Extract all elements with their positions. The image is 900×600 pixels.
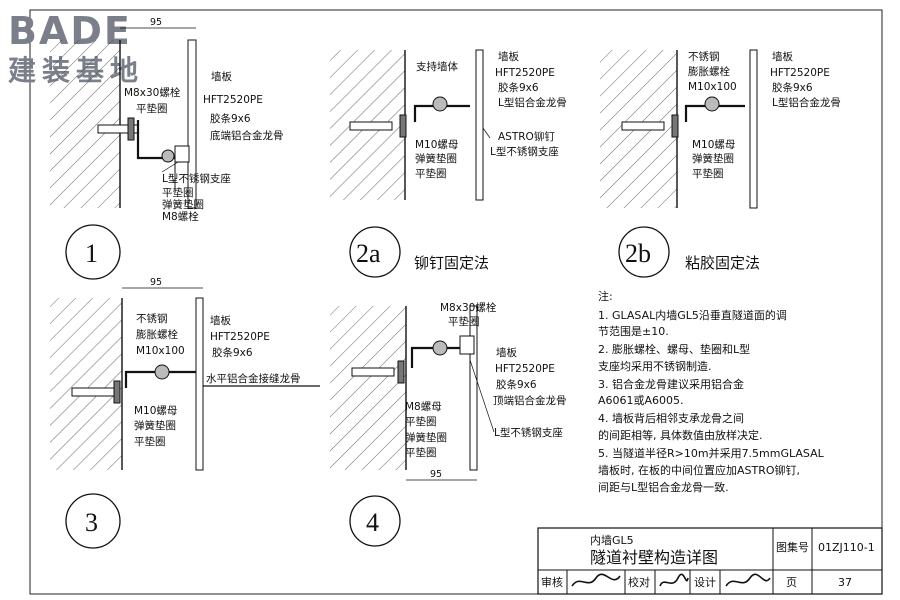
label-detail2b-labels-7: M10螺母 — [692, 139, 735, 151]
label-detail2b-number: 2b — [625, 239, 651, 268]
label-detail2b-labels-0: 不锈钢 — [688, 50, 720, 63]
label-title_block-check_label: 校对 — [628, 575, 650, 589]
label-notes-lines-7: 的间距相等, 具体数值由放样决定. — [598, 428, 763, 442]
label-notes-lines-1: 节范围是±10. — [598, 324, 669, 338]
label-detail3-labels-5: 胶条9x6 — [212, 346, 253, 359]
label-detail2b-labels-1: 膨胀螺栓 — [688, 65, 730, 78]
label-detail2b-labels-2: M10x100 — [688, 81, 737, 93]
label-detail4-number: 4 — [366, 508, 379, 537]
label-detail3-number: 3 — [85, 508, 98, 537]
label-detail2a-method: 铆钉固定法 — [414, 254, 489, 272]
label-notes-lines-10: 间距与L型铝合金龙骨一致. — [598, 480, 729, 494]
label-detail4-labels-8: 平垫圈 — [405, 415, 437, 428]
label-title_block-review_label: 审核 — [541, 575, 563, 589]
label-title_block-subtitle: 内墙GL5 — [590, 533, 634, 547]
label-detail1-labels-0: 墙板 — [211, 70, 232, 83]
label-detail2b-labels-9: 平垫圈 — [692, 167, 724, 180]
sheet-frame — [29, 9, 883, 595]
reviewer-signature — [571, 573, 621, 587]
label-notes-lines-4: 3. 铝合金龙骨建议采用铝合金 — [598, 377, 744, 391]
label-notes-lines-5: A6061或A6005. — [598, 394, 684, 407]
detail-3: 95 不锈钢 膨胀螺栓 M10x100 墙板 HFT2520PE 胶条9x6 水… — [50, 277, 320, 549]
label-detail2a-labels-4: L型铝合金龙骨 — [498, 96, 567, 109]
label-notes-lines-9: 墙板时, 在板的中间位置应加ASTRO铆钉, — [598, 463, 800, 477]
label-detail2b-method: 粘胶固定法 — [685, 254, 760, 272]
label-detail2a-labels-0: 支持墙体 — [416, 60, 458, 73]
label-detail2b-labels-3: 墙板 — [772, 50, 793, 63]
label-detail3-labels-7: M10螺母 — [134, 405, 177, 417]
label-detail1-labels-1: HFT2520PE — [203, 94, 263, 106]
label-detail2a-labels-8: 弹簧垫圈 — [415, 152, 457, 165]
label-detail3-labels-4: HFT2520PE — [210, 331, 270, 343]
label-detail1-labels-8: 弹簧垫圈 — [162, 198, 204, 211]
label-detail4-labels-6: L型不锈钢支座 — [494, 426, 563, 439]
label-detail2a-labels-5: ASTRO铆钉 — [498, 130, 555, 143]
label-detail1-labels-6: L型不锈钢支座 — [162, 172, 231, 185]
label-notes-title: 注: — [598, 289, 613, 303]
label-detail4-dim: 95 — [430, 469, 442, 480]
label-detail1-labels-2: 胶条9x6 — [210, 112, 251, 125]
label-detail2b-labels-4: HFT2520PE — [770, 67, 830, 79]
label-detail2a-labels-3: 胶条9x6 — [498, 81, 539, 94]
dim-95: 95 — [150, 17, 162, 28]
label-detail4-labels-1: 平垫圈 — [448, 315, 480, 328]
label-detail2a-labels-9: 平垫圈 — [415, 167, 447, 180]
label-title_block-atlas_label: 图集号 — [776, 540, 809, 554]
label-detail3-labels-6: 水平铝合金接缝龙骨 — [206, 372, 301, 385]
wall-hatch — [50, 40, 120, 208]
detail-2a: 支持墙体 墙板 HFT2520PE 胶条9x6 L型铝合金龙骨 ASTRO铆钉 … — [330, 49, 567, 278]
label-notes-lines-6: 4. 墙板背后相邻支承龙骨之间 — [598, 411, 744, 425]
label-detail2a-labels-6: L型不锈钢支座 — [490, 145, 559, 158]
label-detail1-labels-4: M8x30螺栓 — [124, 86, 181, 99]
detail-2b: 不锈钢 膨胀螺栓 M10x100 墙板 HFT2520PE 胶条9x6 L型铝合… — [600, 49, 841, 278]
label-detail2a-number: 2a — [356, 239, 381, 268]
detail-4: 95 M8x30螺栓 平垫圈 墙板 HFT2520PE 胶条9x6 顶端铝合金龙… — [330, 301, 567, 547]
label-detail4-labels-7: M8螺母 — [405, 401, 442, 413]
label-title_block-design_label: 设计 — [694, 576, 716, 589]
label-detail3-labels-9: 平垫圈 — [134, 435, 166, 448]
label-detail4-labels-10: 平垫圈 — [405, 446, 437, 459]
label-detail2b-labels-5: 胶条9x6 — [772, 81, 813, 94]
title-block: 内墙GL5 隧道衬壁构造详图 图集号 01ZJ110-1 审核 校对 设计 页 … — [537, 527, 883, 595]
label-detail1-labels-9: M8螺栓 — [162, 210, 199, 223]
label-detail4-labels-3: HFT2520PE — [495, 363, 555, 375]
wall-panel — [187, 39, 197, 209]
label-detail1-number: 1 — [85, 239, 98, 268]
label-detail2b-labels-8: 弹簧垫圈 — [692, 152, 734, 165]
label-title_block-page_no: 37 — [838, 576, 852, 589]
detail-1-marker — [65, 224, 121, 280]
label-detail3-dim: 95 — [150, 277, 162, 288]
label-detail4-labels-0: M8x30螺栓 — [440, 301, 497, 314]
label-detail4-labels-2: 墙板 — [496, 346, 517, 359]
label-notes-lines-3: 支座均采用不锈钢制造. — [598, 359, 712, 373]
label-title_block-title: 隧道衬壁构造详图 — [590, 548, 718, 567]
label-detail3-labels-2: M10x100 — [136, 345, 185, 357]
label-detail1-labels-7: 平垫圈 — [162, 186, 194, 199]
checker-signature — [659, 573, 689, 587]
label-detail2a-labels-7: M10螺母 — [415, 139, 458, 151]
label-detail1-labels-3: 底端铝合金龙骨 — [210, 129, 284, 142]
detail-1: 95 墙板 HFT2520PE 胶条9x6 底端铝合金龙骨 M8x30螺栓 平垫… — [50, 17, 284, 280]
label-detail4-labels-9: 弹簧垫圈 — [405, 431, 447, 444]
label-detail3-labels-8: 弹簧垫圈 — [134, 419, 176, 432]
label-detail1-labels-5: 平垫圈 — [136, 102, 168, 115]
label-detail2a-labels-2: HFT2520PE — [495, 67, 555, 79]
label-title_block-page_label: 页 — [786, 576, 797, 589]
designer-signature — [725, 573, 771, 587]
label-detail3-labels-1: 膨胀螺栓 — [136, 328, 178, 341]
notes: 注: 1. GLASAL内墙GL5沿垂直隧道面的调 节范围是±10. 2. 膨胀… — [598, 289, 825, 494]
label-detail2a-labels-1: 墙板 — [498, 50, 519, 63]
label-detail4-labels-4: 胶条9x6 — [496, 378, 537, 391]
label-detail3-labels-0: 不锈钢 — [136, 312, 168, 325]
label-detail2b-labels-6: L型铝合金龙骨 — [772, 96, 841, 109]
label-detail3-labels-3: 墙板 — [210, 314, 231, 327]
label-detail4-labels-5: 顶端铝合金龙骨 — [493, 394, 567, 407]
label-notes-lines-2: 2. 膨胀螺栓、螺母、垫圈和L型 — [598, 342, 750, 356]
label-notes-lines-8: 5. 当隧道半径R>10m并采用7.5mmGLASAL — [598, 446, 825, 460]
label-notes-lines-0: 1. GLASAL内墙GL5沿垂直隧道面的调 — [598, 308, 787, 322]
label-title_block-atlas_no: 01ZJ110-1 — [818, 541, 875, 554]
